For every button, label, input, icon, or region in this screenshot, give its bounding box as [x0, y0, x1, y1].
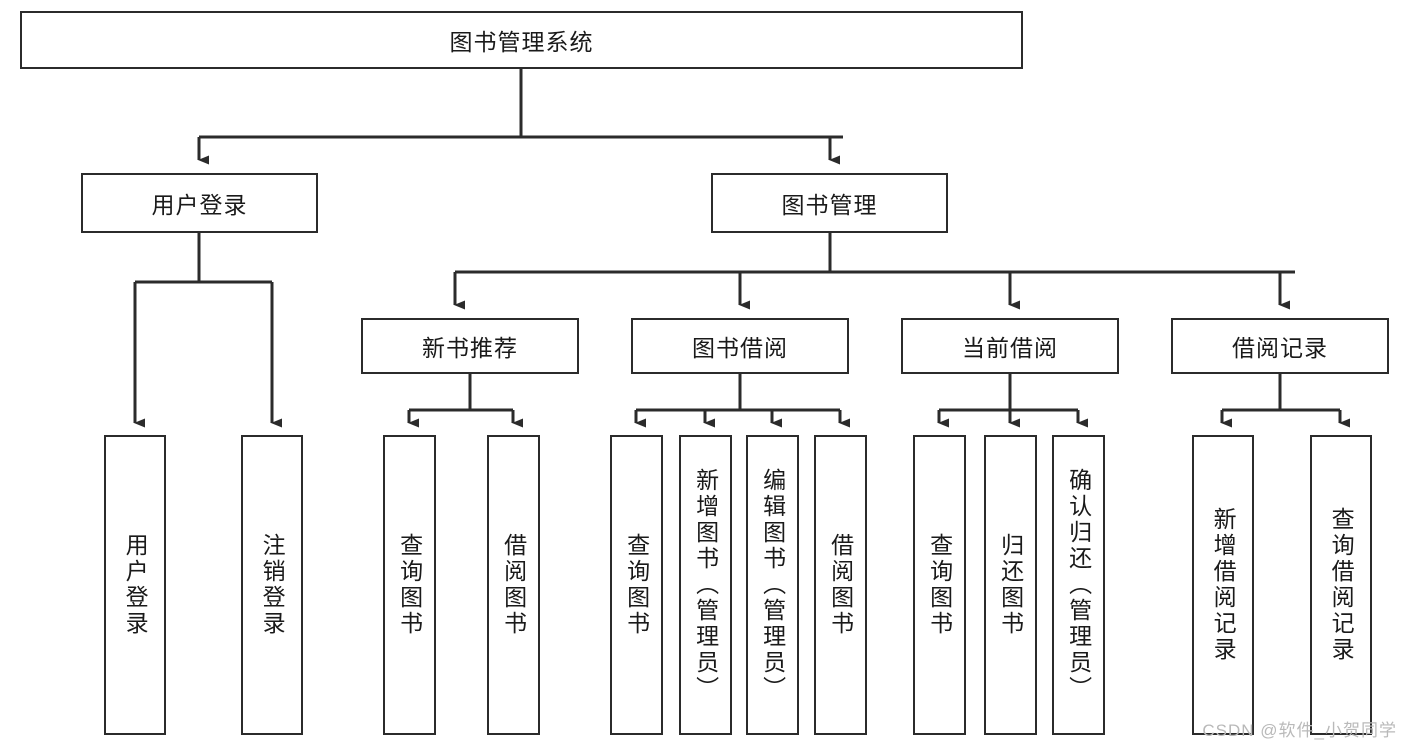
node-root-label: 图书管理系统	[449, 29, 594, 55]
node-book-borrow[interactable]: 图书借阅	[631, 318, 849, 374]
leaf-label: 查询图书	[926, 533, 953, 637]
leaf-edit-book-admin[interactable]: 编辑图书（管理员）	[746, 435, 799, 735]
leaf-label: 新增图书（管理员）	[692, 468, 719, 702]
leaf-label: 归还图书	[997, 533, 1024, 637]
leaf-label: 用户登录	[122, 533, 149, 637]
node-book-borrow-label: 图书借阅	[692, 335, 788, 361]
leaf-user-login[interactable]: 用户登录	[104, 435, 166, 735]
node-current-borrow[interactable]: 当前借阅	[901, 318, 1119, 374]
node-borrow-record[interactable]: 借阅记录	[1171, 318, 1389, 374]
leaf-label: 借阅图书	[500, 533, 527, 637]
node-user-login-label: 用户登录	[151, 192, 248, 218]
node-root-system[interactable]: 图书管理系统	[20, 11, 1023, 69]
node-user-login[interactable]: 用户登录	[81, 173, 318, 233]
node-book-management-label: 图书管理	[781, 192, 878, 218]
leaf-add-borrow-record[interactable]: 新增借阅记录	[1192, 435, 1254, 735]
leaf-query-book-borrow[interactable]: 查询图书	[610, 435, 663, 735]
leaf-label: 查询图书	[396, 533, 423, 637]
node-book-management[interactable]: 图书管理	[711, 173, 948, 233]
leaf-label: 查询图书	[623, 533, 650, 637]
leaf-query-borrow-record[interactable]: 查询借阅记录	[1310, 435, 1372, 735]
leaf-add-book-admin[interactable]: 新增图书（管理员）	[679, 435, 732, 735]
leaf-confirm-return-admin[interactable]: 确认归还（管理员）	[1052, 435, 1105, 735]
leaf-borrow-book[interactable]: 借阅图书	[814, 435, 867, 735]
leaf-label: 确认归还（管理员）	[1065, 468, 1092, 702]
csdn-watermark: CSDN @软件_小贺同学	[1202, 721, 1397, 740]
leaf-label: 注销登录	[259, 533, 286, 637]
leaf-label: 查询借阅记录	[1328, 507, 1355, 663]
leaf-borrow-book-recommend[interactable]: 借阅图书	[487, 435, 540, 735]
leaf-return-book[interactable]: 归还图书	[984, 435, 1037, 735]
leaf-query-book-current[interactable]: 查询图书	[913, 435, 966, 735]
node-borrow-record-label: 借阅记录	[1232, 335, 1328, 361]
node-new-book-recommend[interactable]: 新书推荐	[361, 318, 579, 374]
leaf-label: 编辑图书（管理员）	[759, 468, 786, 702]
leaf-logout[interactable]: 注销登录	[241, 435, 303, 735]
node-current-borrow-label: 当前借阅	[962, 335, 1058, 361]
leaf-query-book-recommend[interactable]: 查询图书	[383, 435, 436, 735]
leaf-label: 借阅图书	[827, 533, 854, 637]
node-new-book-recommend-label: 新书推荐	[422, 335, 518, 361]
leaf-label: 新增借阅记录	[1210, 507, 1237, 663]
